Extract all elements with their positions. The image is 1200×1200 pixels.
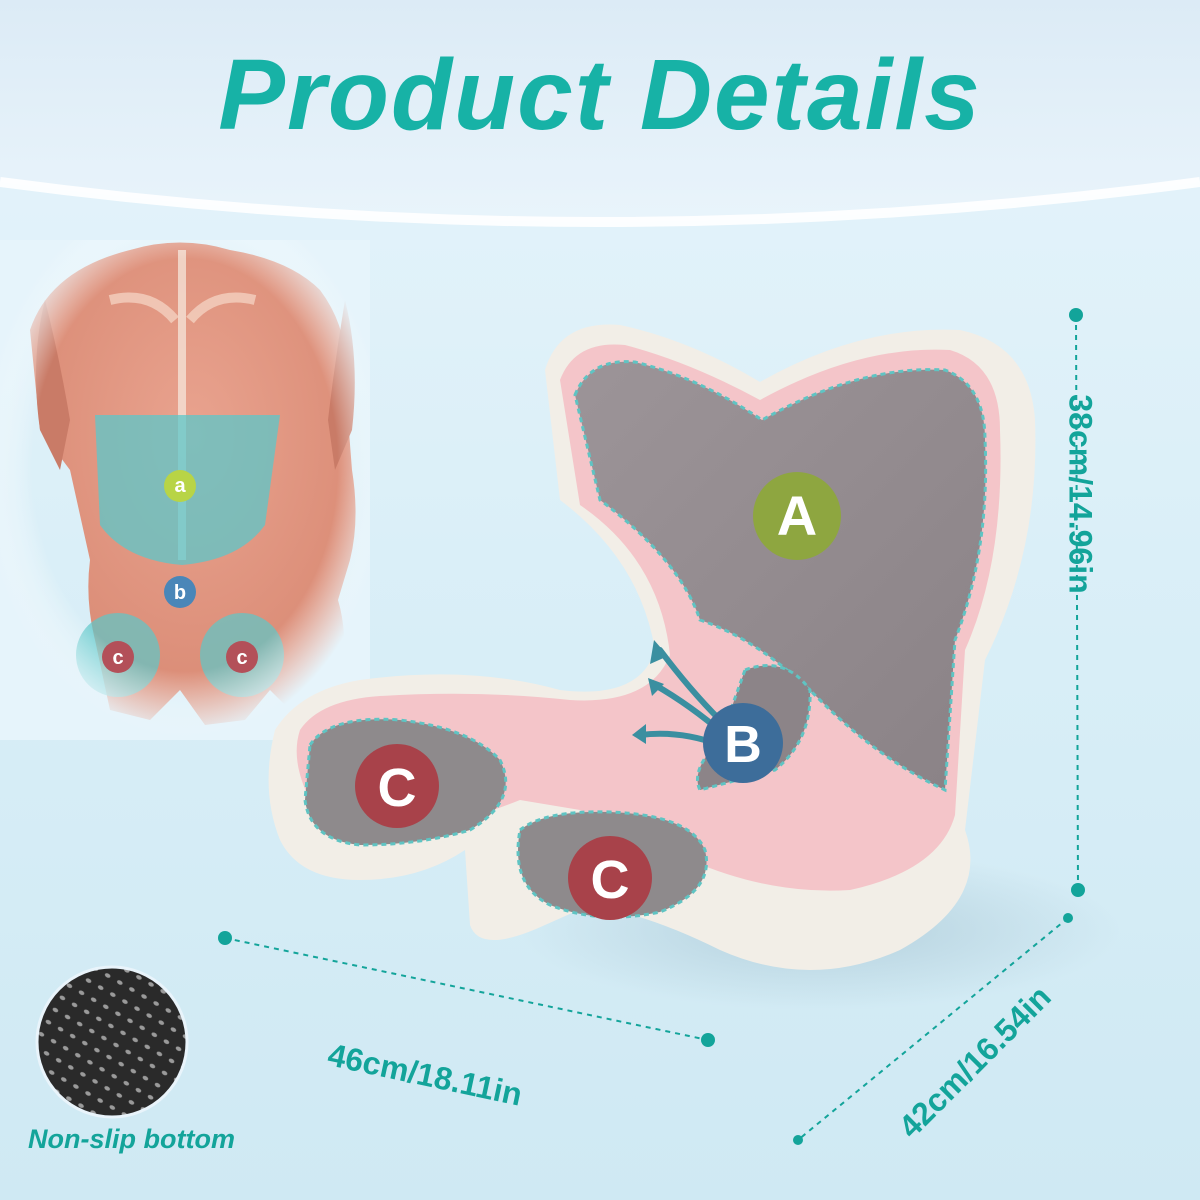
svg-text:B: B — [724, 716, 762, 774]
seat-cushion — [268, 324, 1036, 971]
svg-text:c: c — [112, 647, 123, 669]
zone-b-small-marker: b — [164, 576, 196, 608]
svg-text:b: b — [174, 582, 186, 604]
svg-text:c: c — [236, 647, 247, 669]
zone-b-marker: B — [703, 703, 783, 783]
header-band — [0, 0, 1200, 227]
non-slip-label: Non-slip bottom — [28, 1124, 235, 1154]
zone-c-marker-left: C — [355, 744, 439, 828]
zone-c-small-marker-right: c — [226, 641, 258, 673]
dimension-lines — [224, 314, 1079, 1141]
svg-text:C: C — [378, 758, 417, 818]
svg-text:a: a — [174, 475, 186, 497]
zone-a-marker: A — [753, 472, 841, 560]
svg-text:A: A — [777, 484, 817, 547]
non-slip-swatch — [35, 965, 189, 1119]
svg-text:C: C — [591, 850, 630, 910]
page-title: Product Details — [218, 39, 982, 151]
zone-a-small-marker: a — [164, 470, 196, 502]
zone-c-small-marker-left: c — [102, 641, 134, 673]
height-dimension-label: 38cm/14.96in — [1062, 394, 1099, 594]
zone-c-marker-right: C — [568, 836, 652, 920]
zone-a-backrest — [573, 360, 988, 793]
